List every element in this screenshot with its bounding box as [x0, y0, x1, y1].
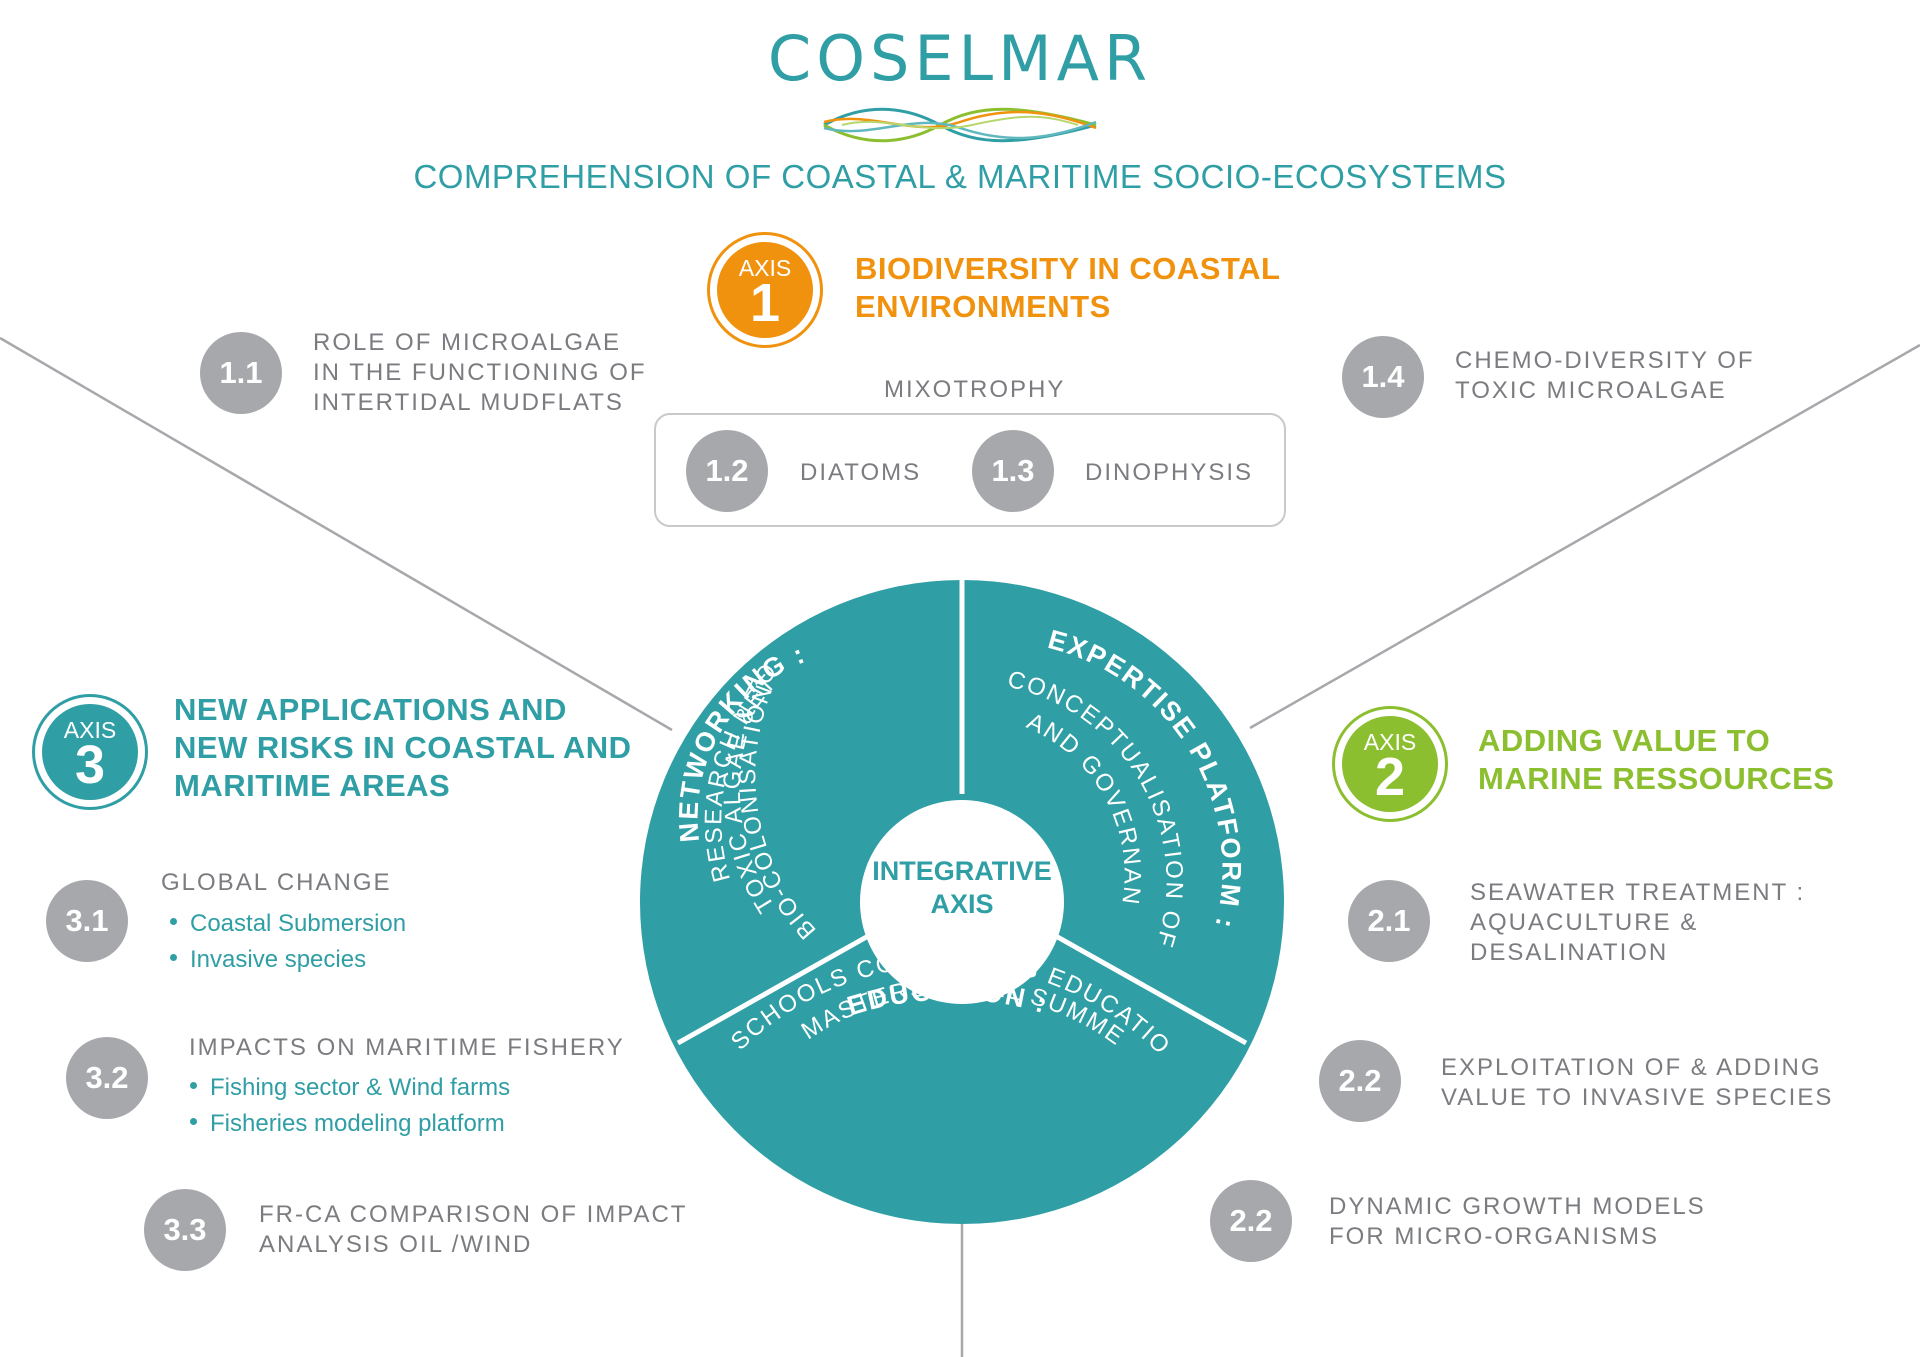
item-2-3-line-1: DYNAMIC GROWTH MODELS — [1329, 1193, 1706, 1220]
item-1-1-line-3: INTERTIDAL MUDFLATS — [313, 389, 624, 416]
axis-3-title-line-2: NEW RISKS IN COASTAL AND — [174, 730, 632, 765]
item-1-1-line-1: ROLE OF MICROALGAE — [313, 329, 622, 356]
divider-line-left — [0, 336, 673, 732]
axis-3-title: NEW APPLICATIONS AND NEW RISKS IN COASTA… — [174, 691, 632, 805]
item-number-1-3: 1.3 — [972, 430, 1054, 512]
logo-wordmark: COSELMAR — [767, 22, 1153, 95]
item-3-1-heading: GLOBAL CHANGE — [161, 869, 392, 896]
page-subtitle: COMPREHENSION OF COASTAL & MARITIME SOCI… — [413, 158, 1507, 195]
axis-2-badge: AXIS 2 — [1332, 706, 1448, 822]
bullet-text: Coastal Submersion — [190, 910, 407, 937]
axis-3-number: 3 — [74, 735, 106, 795]
list-item: Fisheries modeling platform — [190, 1106, 510, 1142]
axis-1-label: AXIS — [738, 255, 792, 281]
bullet-dot-icon — [190, 1118, 197, 1126]
item-2-1-line-3: DESALINATION — [1470, 939, 1669, 966]
item-1-3-text: DINOPHYSIS — [1085, 459, 1254, 486]
axis-1-title: BIODIVERSITY IN COASTAL ENVIRONMENTS — [855, 250, 1280, 326]
item-2-3-line-2: FOR MICRO-ORGANISMS — [1329, 1223, 1659, 1250]
item-number-2-2: 2.2 — [1319, 1040, 1401, 1122]
item-1-1-line-2: IN THE FUNCTIONING OF — [313, 359, 647, 386]
item-2-1-text: SEAWATER TREATMENT : AQUACULTURE & DESAL… — [1470, 878, 1805, 968]
bullet-dot-icon — [170, 954, 177, 962]
item-1-1-text: ROLE OF MICROALGAE IN THE FUNCTIONING OF… — [313, 328, 647, 418]
bullet-dot-icon — [190, 1082, 197, 1090]
item-3-2-heading: IMPACTS ON MARITIME FISHERY — [189, 1034, 625, 1061]
axis-2-title-line-1: ADDING VALUE TO — [1478, 723, 1771, 758]
axis-1-number: 1 — [749, 273, 781, 333]
item-3-3-line-2: ANALYSIS OIL /WIND — [259, 1231, 533, 1258]
bullet-text: Invasive species — [190, 946, 367, 973]
axis-2-label: AXIS — [1363, 729, 1417, 755]
axis-2-number: 2 — [1374, 747, 1406, 807]
item-2-2-line-1: EXPLOITATION OF & ADDING — [1441, 1054, 1822, 1081]
item-number-1-4: 1.4 — [1342, 336, 1424, 418]
wheel-divider-right — [1052, 932, 1248, 1046]
item-number-2-1: 2.1 — [1348, 880, 1430, 962]
integrative-axis-label-line1: INTEGRATIVE — [872, 856, 1052, 886]
item-3-3-text: FR-CA COMPARISON OF IMPACT ANALYSIS OIL … — [259, 1200, 687, 1260]
list-item: Fishing sector & Wind farms — [190, 1070, 510, 1106]
axis-3-badge: AXIS 3 — [32, 694, 148, 810]
list-item: Coastal Submersion — [170, 906, 406, 942]
bullet-dot-icon — [170, 918, 177, 926]
item-3-2-bullets: Fishing sector & Wind farms Fisheries mo… — [190, 1070, 510, 1142]
wave-logo-icon — [823, 107, 1097, 143]
item-number-1-2: 1.2 — [686, 430, 768, 512]
bullet-text: Fisheries modeling platform — [210, 1110, 505, 1137]
axis-1-title-line-1: BIODIVERSITY IN COASTAL — [855, 251, 1281, 286]
wheel-divider-left — [676, 932, 872, 1046]
mixotrophy-box — [654, 413, 1286, 527]
item-1-4-line-1: CHEMO-DIVERSITY OF — [1455, 347, 1755, 374]
item-1-2-text: DIATOMS — [800, 459, 922, 486]
integrative-axis-label-line2: AXIS — [930, 889, 993, 919]
item-number-3-2: 3.2 — [66, 1037, 148, 1119]
item-2-2-line-2: VALUE TO INVASIVE SPECIES — [1441, 1084, 1834, 1111]
axis-3-label: AXIS — [63, 717, 117, 743]
axis-2-title: ADDING VALUE TO MARINE RESSOURCES — [1478, 722, 1834, 798]
item-2-1-line-1: SEAWATER TREATMENT : — [1470, 879, 1806, 906]
item-1-4-text: CHEMO-DIVERSITY OF TOXIC MICROALGAE — [1455, 346, 1755, 406]
axis-1-title-line-2: ENVIRONMENTS — [855, 289, 1111, 324]
item-3-3-line-1: FR-CA COMPARISON OF IMPACT — [259, 1201, 688, 1228]
item-number-2-3: 2.2 — [1210, 1180, 1292, 1262]
item-number-3-1: 3.1 — [46, 880, 128, 962]
integrative-axis-circle — [860, 800, 1064, 1004]
item-2-1-line-2: AQUACULTURE & — [1470, 909, 1699, 936]
item-number-3-3: 3.3 — [144, 1189, 226, 1271]
axis-2-title-line-2: MARINE RESSOURCES — [1478, 761, 1835, 796]
axis-1-badge: AXIS 1 — [707, 232, 823, 348]
item-number-1-1: 1.1 — [200, 332, 282, 414]
item-2-3-text: DYNAMIC GROWTH MODELS FOR MICRO-ORGANISM… — [1329, 1192, 1706, 1252]
list-item: Invasive species — [170, 942, 406, 978]
bullet-text: Fishing sector & Wind farms — [210, 1074, 511, 1101]
axis-3-title-line-1: NEW APPLICATIONS AND — [174, 692, 567, 727]
divider-line-right — [1249, 343, 1920, 730]
item-2-2-text: EXPLOITATION OF & ADDING VALUE TO INVASI… — [1441, 1053, 1833, 1113]
axis-3-title-line-3: MARITIME AREAS — [174, 768, 451, 803]
item-1-4-line-2: TOXIC MICROALGAE — [1455, 377, 1727, 404]
mixotrophy-label: MIXOTROPHY — [884, 376, 1066, 403]
item-3-1-bullets: Coastal Submersion Invasive species — [170, 906, 406, 978]
